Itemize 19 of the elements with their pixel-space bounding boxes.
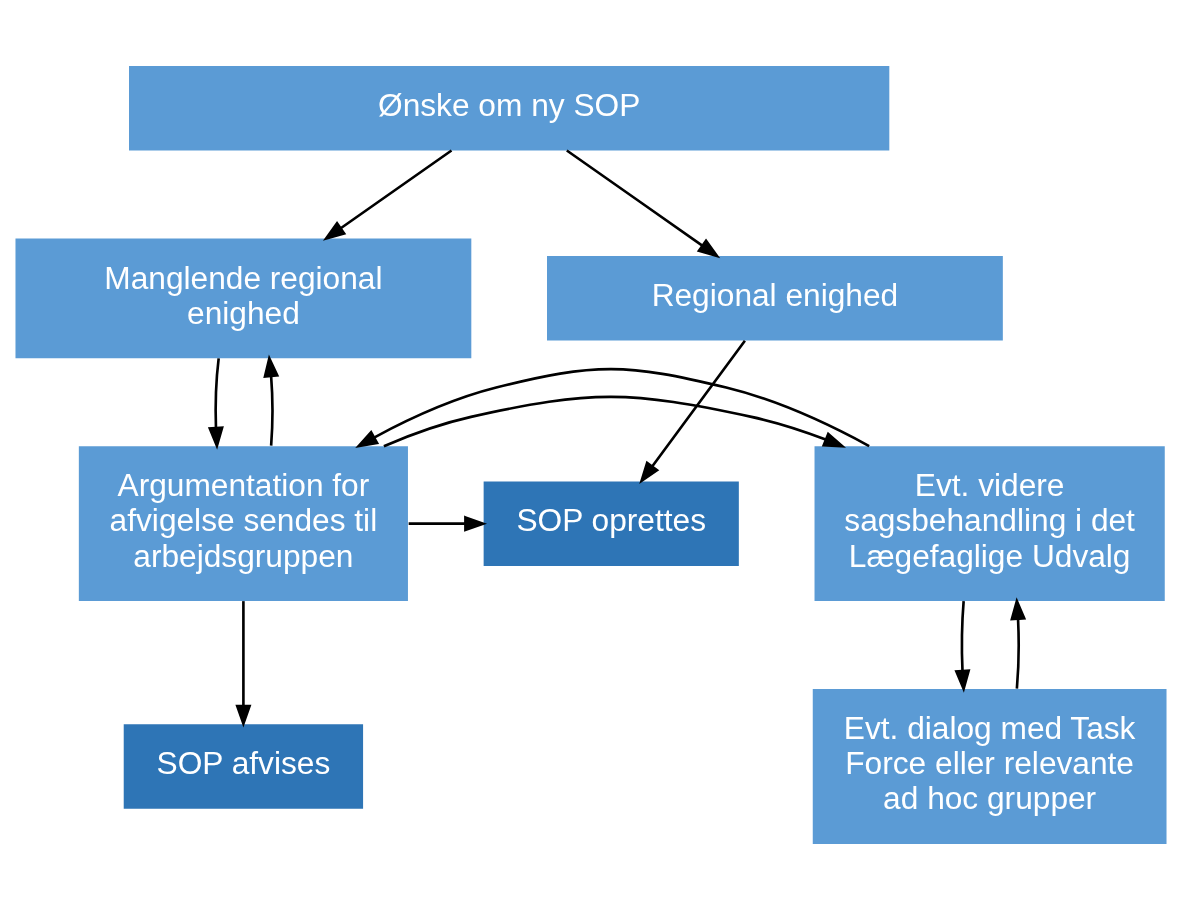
- arrow: [383, 395, 847, 448]
- arrow: [263, 354, 280, 446]
- node-box: Evt. dialog med Task Force eller relevante ad hoc grupper: [812, 689, 1167, 844]
- node-box: Ønske om ny SOP: [129, 66, 890, 151]
- arrow: [639, 340, 746, 484]
- node-box: SOP afvises: [123, 724, 364, 809]
- arrow: [355, 367, 870, 449]
- node-box: Regional enighed: [547, 256, 1003, 341]
- arrow: [566, 149, 721, 259]
- arrow: [1010, 597, 1027, 689]
- node-box: Argumentation for afvigelse sendes til arbejdsgruppen: [78, 446, 408, 602]
- node-box: Evt. videre sagsbehandling i det Lægefaglige Udvalg: [814, 446, 1165, 602]
- node-box: Manglende regional enighed: [15, 238, 472, 359]
- arrow: [207, 358, 224, 450]
- arrow: [322, 149, 453, 241]
- arrow: [954, 601, 971, 693]
- arrow: [235, 601, 252, 728]
- arrow: [408, 515, 487, 532]
- node-box: SOP oprettes: [483, 481, 739, 566]
